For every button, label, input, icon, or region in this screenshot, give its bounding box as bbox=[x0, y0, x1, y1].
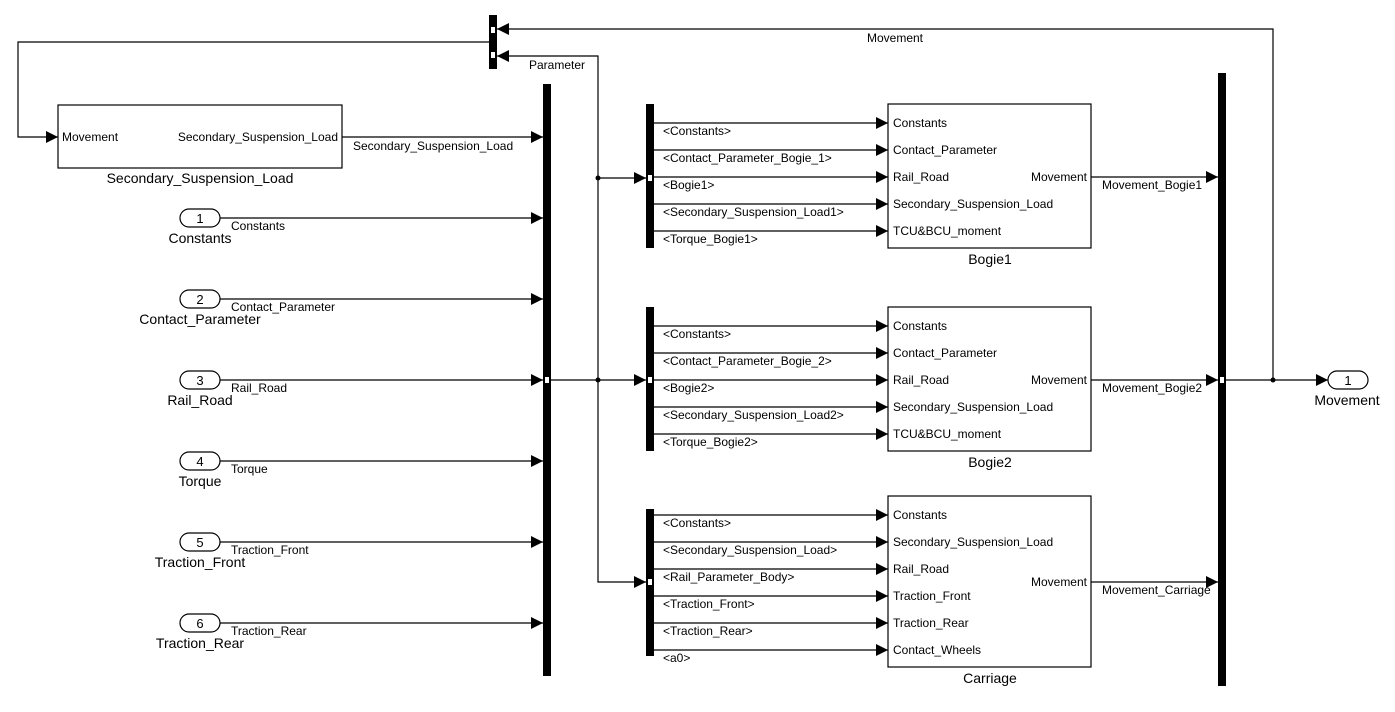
selector-signal-label: <Secondary_Suspension_Load> bbox=[663, 543, 837, 557]
subsystem-output-port-label: Movement bbox=[1031, 373, 1088, 387]
feedback-bus-bar[interactable] bbox=[489, 15, 497, 69]
inport-number: 3 bbox=[196, 373, 203, 388]
inport-1[interactable] bbox=[179, 208, 221, 228]
subsystem-output-port-label: Movement bbox=[1031, 170, 1088, 184]
parameter-label: Parameter bbox=[529, 58, 585, 72]
inport-5[interactable] bbox=[179, 532, 221, 552]
inport-name: Traction_Front bbox=[155, 554, 246, 570]
selector-signal-label: <Rail_Parameter_Body> bbox=[663, 570, 794, 584]
ssl-output-signal-label: Secondary_Suspension_Load bbox=[353, 139, 513, 153]
ssl-block-name: Secondary_Suspension_Load bbox=[107, 170, 294, 186]
ssl-input-port-label: Movement bbox=[62, 130, 119, 144]
bus-port-mark bbox=[648, 579, 652, 585]
selector-signal-label: <Traction_Front> bbox=[663, 597, 755, 611]
outport-name: Movement bbox=[1314, 392, 1379, 408]
selector-signal-label: <Traction_Rear> bbox=[663, 624, 753, 638]
subsystem-output-signal-label: Movement_Bogie1 bbox=[1102, 178, 1202, 192]
subsystem-name: Bogie2 bbox=[968, 454, 1012, 470]
inport-signal-label: Torque bbox=[231, 462, 268, 476]
movement-feedback-label: Movement bbox=[867, 31, 924, 45]
bus-port-mark bbox=[648, 175, 652, 181]
subsystem-input-port-label: Contact_Wheels bbox=[893, 643, 981, 657]
selector-signal-label: <Constants> bbox=[663, 327, 731, 341]
selector-signal-label: <Secondary_Suspension_Load1> bbox=[663, 205, 844, 219]
selector-signal-label: <Torque_Bogie1> bbox=[663, 232, 758, 246]
bus-port-mark bbox=[648, 377, 652, 383]
subsystem-name: Carriage bbox=[963, 670, 1017, 686]
bus-port-mark bbox=[545, 377, 549, 383]
selector-signal-label: <Constants> bbox=[663, 124, 731, 138]
subsystem-input-port-label: Contact_Parameter bbox=[893, 143, 997, 157]
selector-signal-label: <Bogie2> bbox=[663, 381, 714, 395]
subsystem-input-port-label: TCU&BCU_moment bbox=[893, 427, 1002, 441]
subsystem-input-port-label: Rail_Road bbox=[893, 170, 949, 184]
selector-signal-label: <Bogie1> bbox=[663, 178, 714, 192]
inport-name: Constants bbox=[168, 230, 231, 246]
ssl-block[interactable] bbox=[57, 104, 343, 169]
ssl-movement-input-line[interactable] bbox=[17, 41, 489, 143]
bus-port-mark bbox=[491, 27, 495, 33]
selector-signal-label: <a0> bbox=[663, 651, 690, 665]
bus-port-mark bbox=[491, 52, 495, 58]
subsystem-bogie1[interactable] bbox=[887, 103, 1092, 249]
inport-number: 5 bbox=[196, 535, 203, 550]
subsystem-input-port-label: Secondary_Suspension_Load bbox=[893, 400, 1053, 414]
bus-to-carriage-line[interactable] bbox=[597, 380, 646, 588]
outport-number: 1 bbox=[1344, 373, 1351, 388]
inport-6[interactable] bbox=[179, 613, 221, 633]
selector-signal-label: <Contact_Parameter_Bogie_1> bbox=[663, 151, 832, 165]
inport-signal-label: Rail_Road bbox=[231, 381, 287, 395]
subsystem-input-port-label: Contact_Parameter bbox=[893, 346, 997, 360]
subsystem-bogie2[interactable] bbox=[887, 306, 1092, 452]
inport-signal-label: Traction_Rear bbox=[231, 624, 307, 638]
inport-signal-label: Traction_Front bbox=[231, 543, 309, 557]
wires-layer bbox=[17, 23, 1328, 656]
subsystem-output-signal-label: Movement_Bogie2 bbox=[1102, 381, 1202, 395]
parameter-line[interactable] bbox=[497, 50, 599, 178]
subsystem-input-port-label: Secondary_Suspension_Load bbox=[893, 197, 1053, 211]
subsystem-input-port-label: Traction_Rear bbox=[893, 616, 969, 630]
subsystem-input-port-label: Constants bbox=[893, 319, 947, 333]
inport-4[interactable] bbox=[179, 451, 221, 471]
inport-3[interactable] bbox=[179, 370, 221, 390]
inport-signal-label: Constants bbox=[231, 219, 285, 233]
inport-signal-label: Contact_Parameter bbox=[231, 300, 335, 314]
inport-name: Rail_Road bbox=[167, 392, 232, 408]
subsystem-input-port-label: TCU&BCU_moment bbox=[893, 224, 1002, 238]
subsystem-carriage[interactable] bbox=[887, 495, 1092, 668]
ssl-output-port-label: Secondary_Suspension_Load bbox=[178, 130, 338, 144]
subsystem-input-port-label: Secondary_Suspension_Load bbox=[893, 535, 1053, 549]
subsystem-input-port-label: Constants bbox=[893, 508, 947, 522]
subsystem-input-port-label: Rail_Road bbox=[893, 562, 949, 576]
inport-name: Traction_Rear bbox=[156, 635, 245, 651]
selector-signal-label: <Constants> bbox=[663, 516, 731, 530]
inport-number: 1 bbox=[196, 211, 203, 226]
movement-feedback-line[interactable] bbox=[497, 23, 1274, 380]
inport-2[interactable] bbox=[179, 289, 221, 309]
subsystem-output-signal-label: Movement_Carriage bbox=[1102, 583, 1211, 597]
subsystem-input-port-label: Rail_Road bbox=[893, 373, 949, 387]
outport-1[interactable] bbox=[1327, 370, 1369, 390]
inport-name: Contact_Parameter bbox=[139, 311, 261, 327]
subsystem-name: Bogie1 bbox=[968, 251, 1012, 267]
inport-number: 2 bbox=[196, 292, 203, 307]
inport-number: 4 bbox=[196, 454, 203, 469]
inport-number: 6 bbox=[196, 616, 203, 631]
subsystem-input-port-label: Traction_Front bbox=[893, 589, 971, 603]
selector-signal-label: <Contact_Parameter_Bogie_2> bbox=[663, 354, 832, 368]
selector-signal-label: <Torque_Bogie2> bbox=[663, 435, 758, 449]
inport-name: Torque bbox=[179, 473, 222, 489]
bus-port-mark bbox=[1220, 377, 1224, 383]
subsystem-output-port-label: Movement bbox=[1031, 575, 1088, 589]
selector-signal-label: <Secondary_Suspension_Load2> bbox=[663, 408, 844, 422]
subsystem-input-port-label: Constants bbox=[893, 116, 947, 130]
